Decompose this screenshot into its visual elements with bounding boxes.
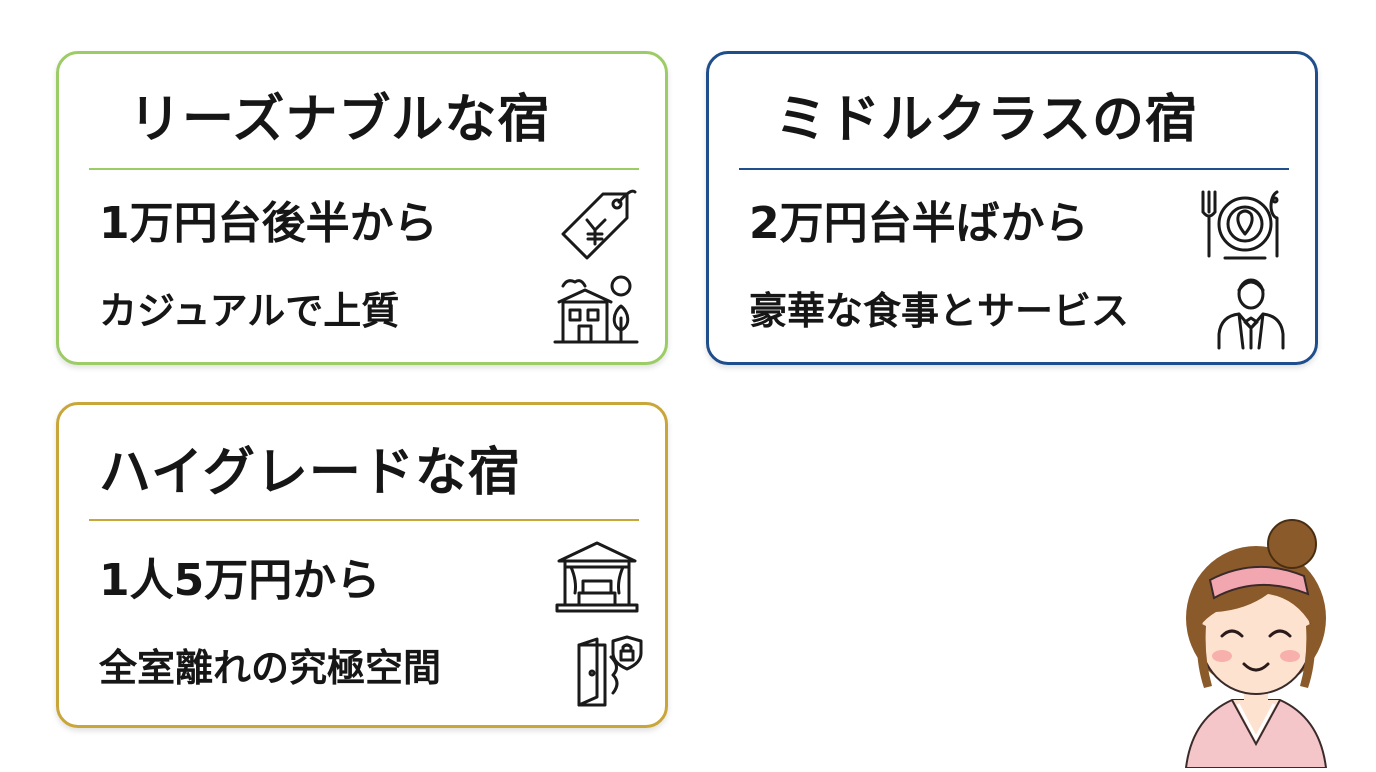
pavilion-icon	[553, 539, 641, 615]
plate-cutlery-icon	[1195, 186, 1291, 264]
card-high-grade: ハイグレードな宿 1人5万円から 全室離れの究極空間	[56, 402, 668, 728]
price-tag-yen-icon	[553, 184, 639, 264]
private-door-shield-icon	[575, 631, 647, 711]
card-title: ハイグレードな宿	[99, 443, 521, 503]
card-reasonable: リーズナブルな宿 1万円台後半から カジュアルで上質	[56, 51, 668, 365]
waiter-icon	[1211, 274, 1291, 350]
feature-text: カジュアルで上質	[99, 289, 400, 333]
card-title: ミドルクラスの宿	[775, 90, 1198, 150]
card-divider	[89, 519, 639, 521]
card-divider	[739, 168, 1289, 170]
price-text-content: 1万円台後半から	[99, 198, 438, 249]
house-tree-icon	[553, 268, 639, 348]
card-middle-class: ミドルクラスの宿 2万円台半ばから 豪華な食事とサービス	[706, 51, 1318, 365]
price-text: 1万円台後半から	[99, 196, 438, 252]
feature-text: 全室離れの究極空間	[99, 646, 442, 690]
price-text: 2万円台半ばから	[749, 198, 1089, 249]
okami-mascot-icon	[1176, 518, 1336, 772]
feature-text: 豪華な食事とサービス	[749, 289, 1130, 333]
card-divider	[89, 168, 639, 170]
price-text: 1人5万円から	[99, 555, 381, 606]
card-title: リーズナブルな宿	[129, 90, 551, 150]
